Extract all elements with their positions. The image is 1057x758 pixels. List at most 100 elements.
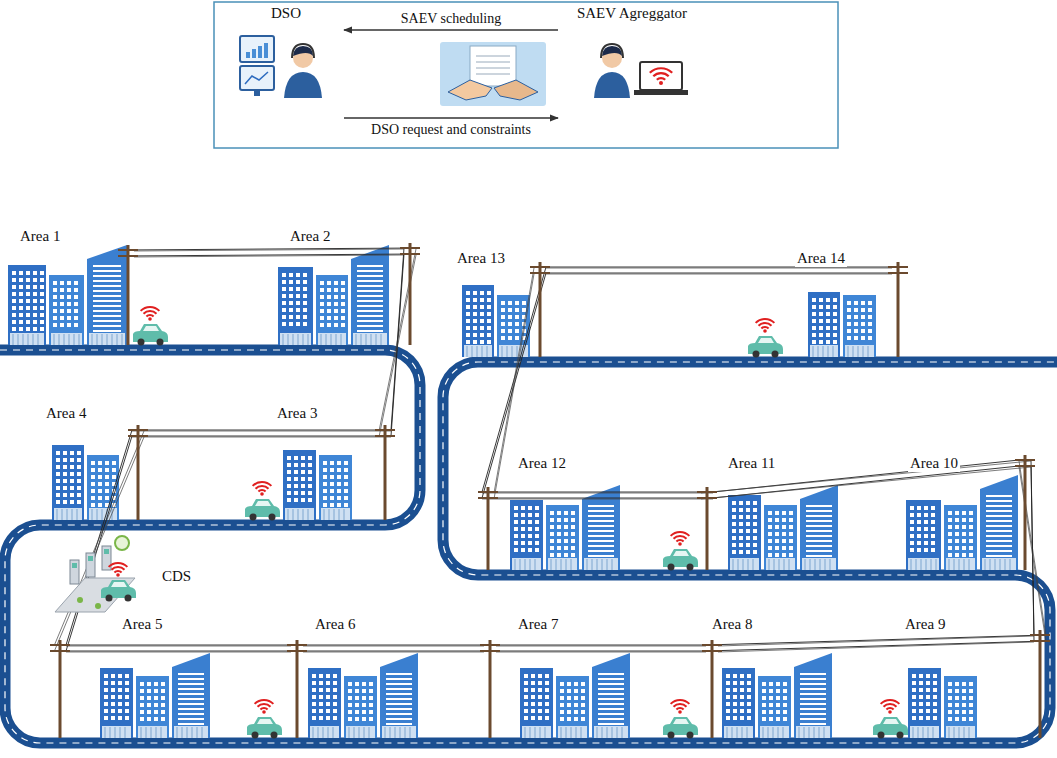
- window: [70, 500, 74, 504]
- entrance-line: [303, 509, 304, 520]
- window: [67, 316, 71, 320]
- window: [26, 285, 30, 289]
- window: [63, 465, 67, 469]
- contract-icon: [440, 42, 546, 106]
- window: [733, 674, 737, 678]
- entrance-line: [566, 727, 567, 738]
- actor-box: DSO: [228, 4, 344, 126]
- pole: [127, 245, 130, 345]
- tower-stripe: [386, 683, 412, 685]
- window: [12, 271, 16, 275]
- power-wire: [494, 498, 701, 499]
- window: [931, 506, 935, 510]
- entrance-line: [59, 334, 60, 345]
- window: [319, 695, 323, 699]
- window: [962, 532, 966, 536]
- window: [98, 461, 102, 465]
- window: [812, 312, 816, 316]
- entrance-line: [364, 727, 365, 738]
- tower-stripe: [588, 505, 614, 507]
- window: [326, 695, 330, 699]
- window: [917, 534, 921, 538]
- window: [564, 532, 568, 536]
- crossarm: [480, 650, 500, 652]
- window: [826, 333, 830, 337]
- entrance-line: [732, 727, 733, 738]
- window: [154, 717, 158, 721]
- window: [775, 511, 779, 515]
- window: [104, 716, 108, 720]
- window: [473, 298, 477, 302]
- window: [320, 295, 324, 299]
- entrance-line: [810, 559, 811, 570]
- window: [303, 301, 307, 305]
- power-wire: [718, 642, 1034, 652]
- window: [739, 515, 743, 519]
- window: [514, 513, 518, 517]
- power-wire: [66, 646, 291, 647]
- entrance-line: [520, 559, 521, 570]
- window: [732, 501, 736, 505]
- window: [296, 308, 300, 312]
- wifi-arc: [255, 700, 274, 704]
- station-marker: [77, 597, 83, 603]
- window: [538, 716, 542, 720]
- window: [282, 315, 286, 319]
- window: [154, 689, 158, 693]
- window: [768, 553, 772, 557]
- window: [154, 682, 158, 686]
- window: [501, 301, 505, 305]
- pole: [711, 640, 714, 738]
- window: [77, 500, 81, 504]
- entrance-line: [769, 559, 770, 570]
- window: [861, 329, 865, 333]
- window: [560, 710, 564, 714]
- entrance-line: [405, 727, 406, 738]
- tower-stripe: [93, 310, 121, 312]
- window: [574, 703, 578, 707]
- window: [60, 288, 64, 292]
- tower-stripe: [800, 688, 826, 690]
- window: [341, 281, 345, 285]
- window: [140, 703, 144, 707]
- window: [70, 451, 74, 455]
- window: [67, 323, 71, 327]
- window: [140, 682, 144, 686]
- window: [739, 508, 743, 512]
- entrance-line: [512, 346, 513, 357]
- window: [746, 536, 750, 540]
- window: [531, 716, 535, 720]
- window: [574, 710, 578, 714]
- window: [111, 695, 115, 699]
- window: [557, 511, 561, 515]
- window: [319, 674, 323, 678]
- window: [56, 458, 60, 462]
- entrance: [522, 726, 551, 738]
- power-wire: [66, 652, 291, 653]
- wifi-dot: [678, 710, 682, 714]
- entrance-line: [482, 346, 483, 357]
- window: [753, 522, 757, 526]
- window: [487, 326, 491, 330]
- window: [962, 553, 966, 557]
- window: [326, 674, 330, 678]
- window: [91, 475, 95, 479]
- window: [289, 287, 293, 291]
- window: [330, 503, 334, 507]
- window: [560, 682, 564, 686]
- tower-stripe: [178, 683, 204, 685]
- tower-stripe: [598, 688, 624, 690]
- window: [362, 710, 366, 714]
- car-body: [663, 549, 698, 567]
- window: [545, 716, 549, 720]
- window: [753, 536, 757, 540]
- window: [303, 322, 307, 326]
- window: [112, 468, 116, 472]
- window: [732, 550, 736, 554]
- entrance-line: [918, 727, 919, 738]
- area-label: Area 6: [313, 616, 357, 633]
- wifi-arc: [260, 708, 267, 710]
- entrance: [946, 558, 975, 570]
- window: [33, 299, 37, 303]
- entrance-line: [318, 727, 319, 738]
